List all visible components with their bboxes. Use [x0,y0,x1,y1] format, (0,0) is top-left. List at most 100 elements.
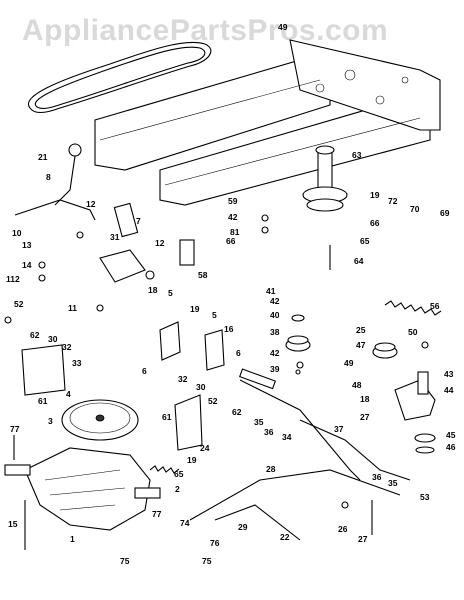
callout-c43: 43 [444,369,454,379]
callout-c65: 65 [174,469,184,479]
callout-c52b: 52 [208,396,218,406]
callout-c35b: 35 [388,478,398,488]
callout-c62: 62 [30,330,40,340]
mid-brackets [21,202,225,451]
callout-c74: 74 [180,518,190,528]
callout-c8: 8 [46,172,51,182]
chassis-frame [94,39,441,206]
callout-c58: 58 [198,270,208,280]
hardware [4,214,429,535]
callout-c33: 33 [72,358,82,368]
callout-c76: 76 [210,538,220,548]
callout-c34: 34 [282,432,292,442]
callout-c42b: 42 [270,296,280,306]
callout-c41: 41 [266,286,276,296]
callout-c64: 64 [354,256,364,266]
callout-c6b: 6 [236,348,241,358]
callout-c31: 31 [110,232,120,242]
callout-c69: 69 [440,208,450,218]
callout-c52a: 52 [14,299,24,309]
callout-c38: 38 [270,327,280,337]
shift-lever [14,143,96,221]
callout-c5a: 5 [168,288,173,298]
callout-c40: 40 [270,310,280,320]
springs [149,300,442,474]
callout-c30b: 30 [196,382,206,392]
callout-c12a: 12 [86,199,96,209]
callout-c36b: 36 [372,472,382,482]
callout-c63: 63 [352,150,362,160]
callout-c10: 10 [12,228,22,238]
callout-c12b: 12 [155,238,165,248]
callout-c11: 11 [68,303,77,313]
idler-bracket [394,371,436,454]
callout-c35a: 35 [254,417,264,427]
callout-c62b: 62 [232,407,242,417]
idler-pulleys [285,314,398,359]
callout-c14: 14 [22,260,32,270]
callout-c2: 2 [175,484,180,494]
engine-pulley [302,145,348,212]
callout-c72: 72 [388,196,398,206]
callout-c28: 28 [266,464,276,474]
callout-c27b: 27 [358,534,368,544]
callout-c29: 29 [238,522,248,532]
callout-c22: 22 [280,532,290,542]
callout-c75b: 75 [202,556,212,566]
callout-c49b: 49 [344,358,354,368]
callout-c66b: 66 [370,218,380,228]
callout-c59: 59 [228,196,238,206]
callout-c70: 70 [410,204,420,214]
callout-c65b: 65 [360,236,370,246]
callout-c48: 48 [352,380,362,390]
callout-c61a: 61 [38,396,48,406]
callout-c25a: 25 [356,325,366,335]
callout-c45: 45 [446,430,456,440]
callout-c4: 4 [66,389,71,399]
callout-c30: 30 [48,334,58,344]
callout-c53: 53 [420,492,430,502]
callout-c27a: 27 [360,412,370,422]
callout-c18a: 18 [148,285,158,295]
callout-c77a: 77 [10,424,20,434]
callout-c42c: 42 [270,348,280,358]
transaxle-assembly [4,447,161,550]
callout-c77b: 77 [152,509,162,519]
callout-c39: 39 [270,364,280,374]
callout-c19c: 19 [370,190,380,200]
callout-c32a: 32 [62,342,72,352]
linkage-rods [189,368,411,541]
callout-c56: 56 [430,301,440,311]
callout-c50: 50 [408,327,418,337]
callout-c75: 75 [120,556,130,566]
drive-belt [27,41,212,114]
callout-c18b: 18 [360,394,370,404]
callout-c32b: 32 [178,374,188,384]
callout-c5b: 5 [212,310,217,320]
callout-c26: 26 [338,524,348,534]
watermark: AppliancePartsPros.com [22,14,389,47]
callout-c37: 37 [334,424,344,434]
callout-c16: 16 [224,324,234,334]
callout-c61b: 61 [162,412,172,422]
callout-c19a: 19 [190,304,200,314]
callout-c7: 7 [136,216,141,226]
callout-c112: 112 [6,274,20,284]
callout-c19b: 19 [187,455,197,465]
callout-c42a: 42 [228,212,238,222]
transaxle-pulley [61,399,139,441]
callout-c6a: 6 [142,366,147,376]
callout-c13: 13 [22,240,32,250]
callout-c21: 21 [38,152,48,162]
callout-c49: 49 [278,22,288,32]
callout-c36a: 36 [264,427,274,437]
callout-c15: 15 [8,519,18,529]
callout-c46: 46 [446,442,456,452]
callout-c66a: 66 [226,236,236,246]
callout-c44: 44 [444,385,454,395]
callout-c47: 47 [356,340,366,350]
callout-c1: 1 [70,534,75,544]
